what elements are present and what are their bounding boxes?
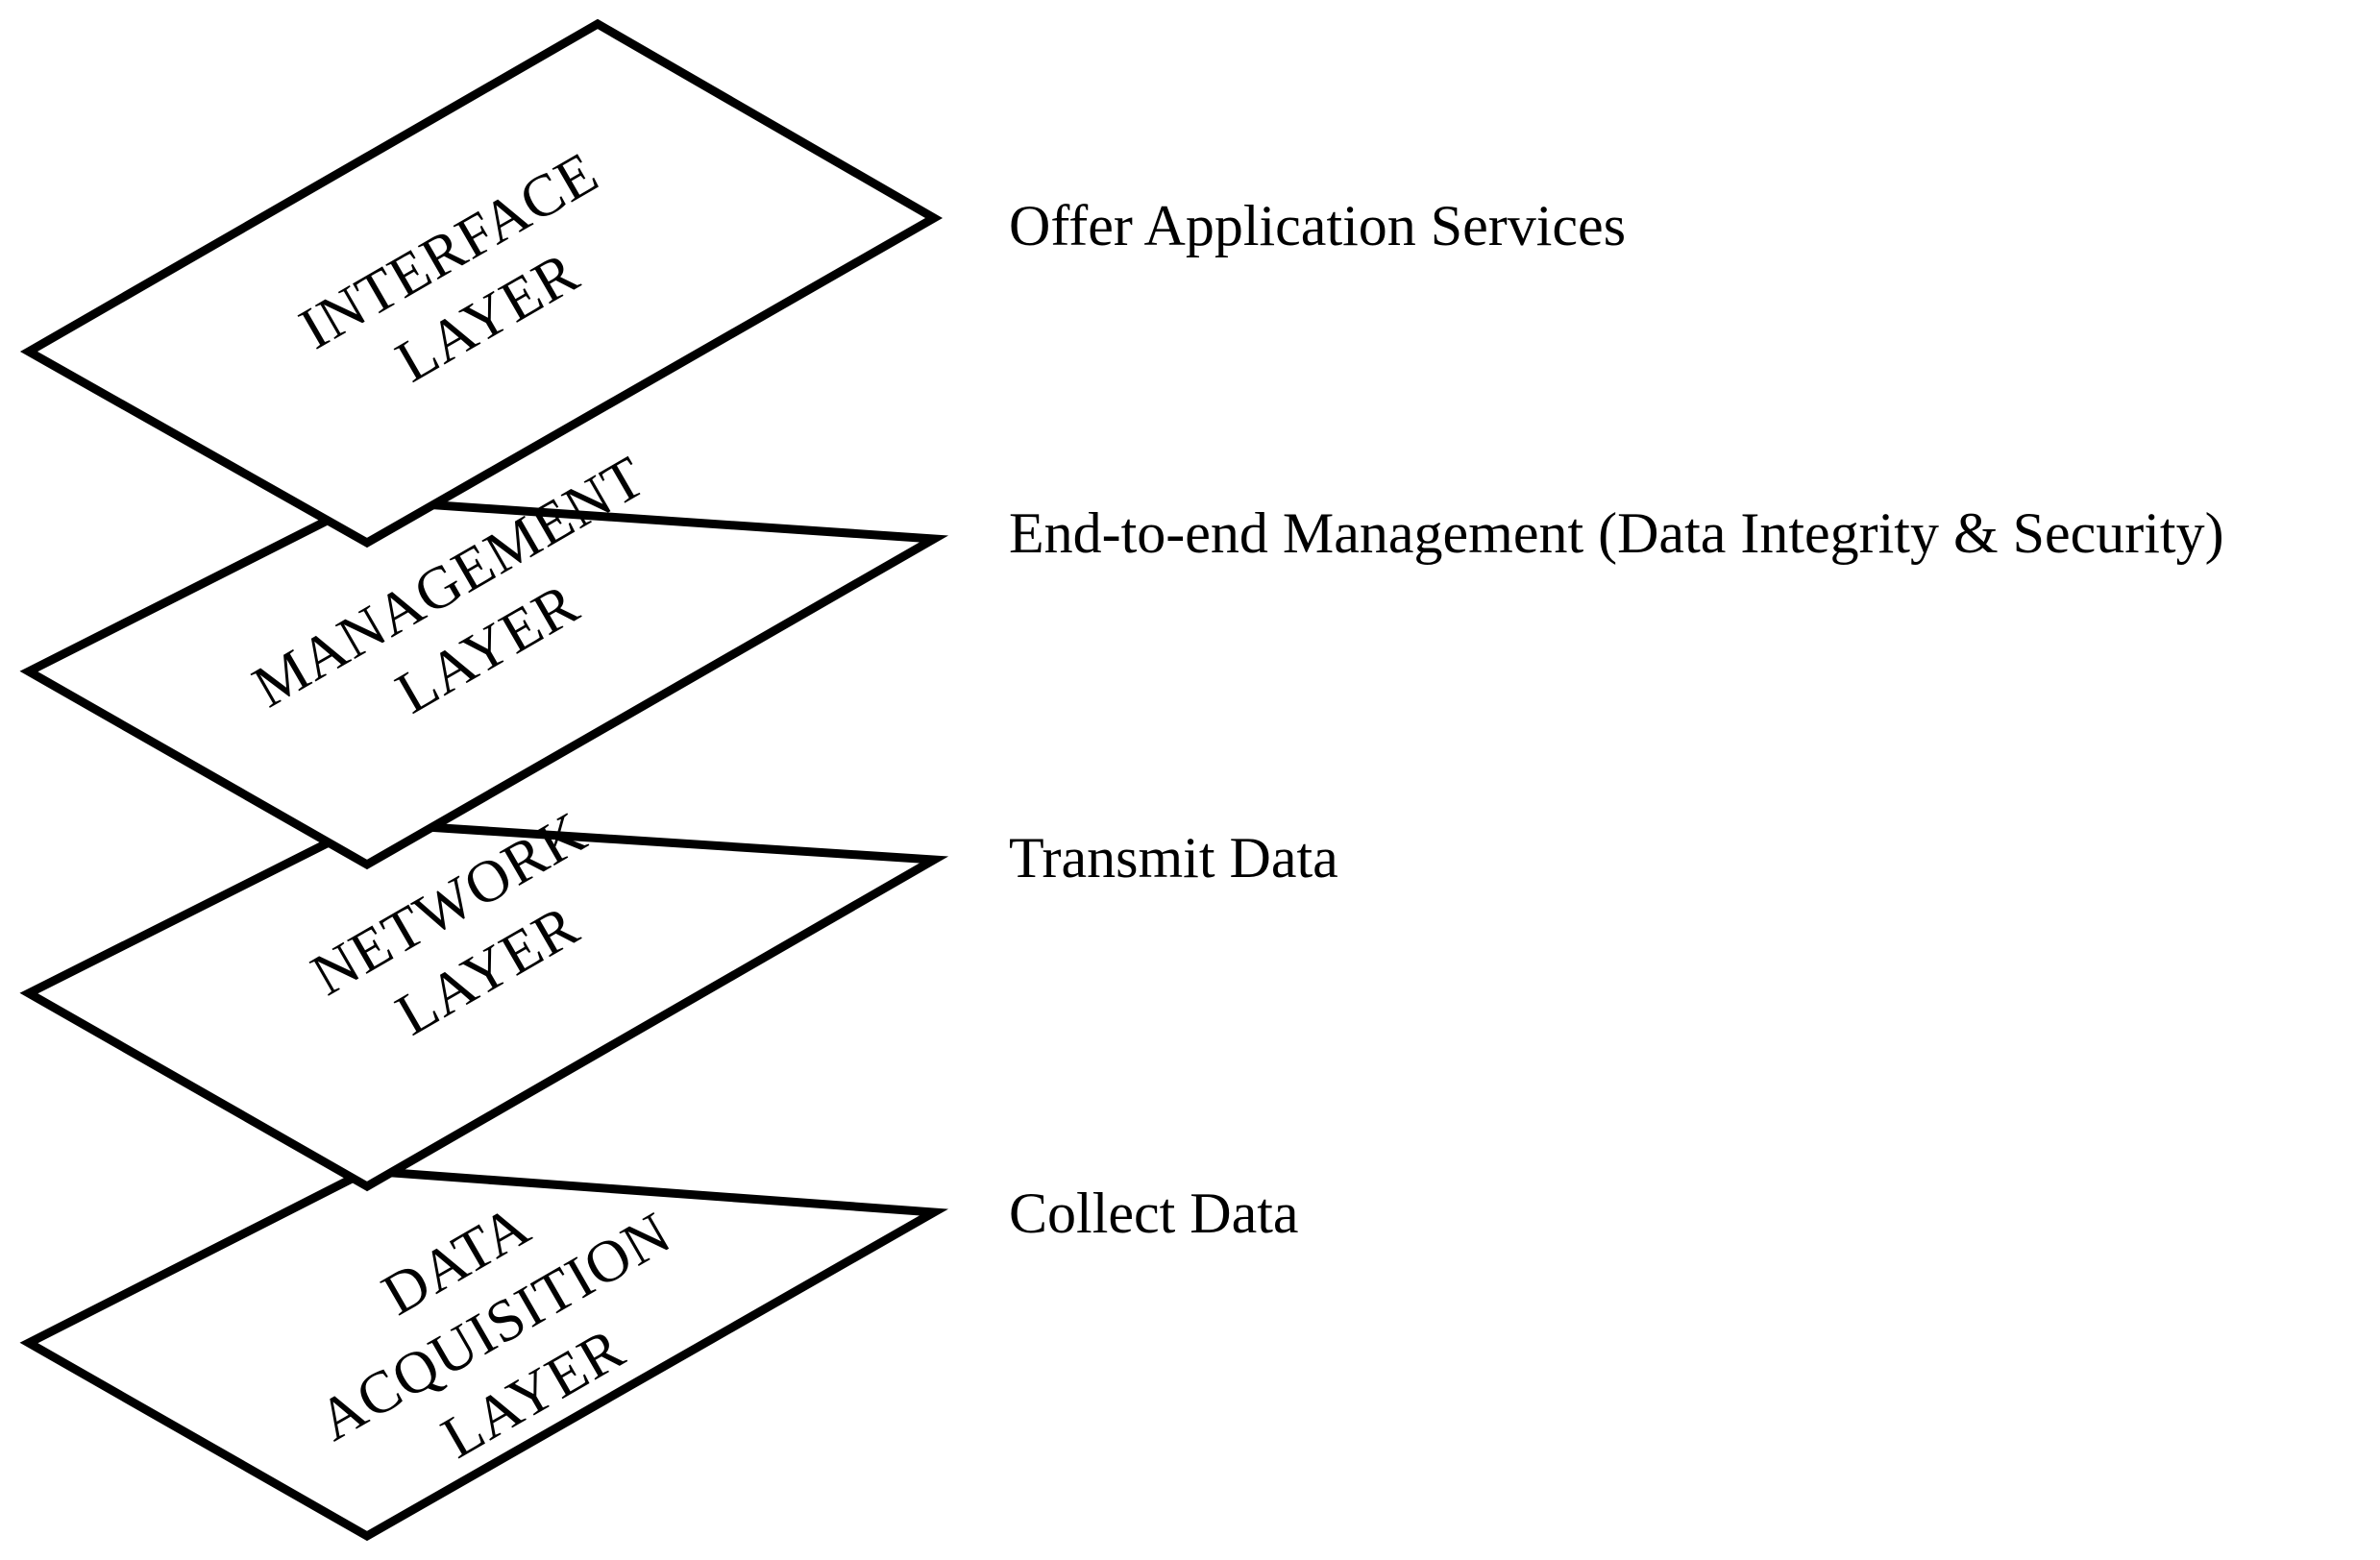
interface-plate bbox=[19, 18, 944, 548]
layer-management: MANAGEMENT LAYER bbox=[19, 444, 949, 870]
interface-description: Offer Application Services bbox=[1009, 194, 1626, 257]
data-acquisition-description: Collect Data bbox=[1009, 1182, 1299, 1245]
management-description: End-to-end Management (Data Integrity & … bbox=[1009, 501, 2224, 565]
network-description: Transmit Data bbox=[1009, 826, 1338, 890]
data-acquisition-plate bbox=[19, 1166, 949, 1542]
layer-data-acquisition: DATA ACQUISITION LAYER bbox=[19, 1166, 949, 1542]
layer-network: NETWORK LAYER bbox=[19, 799, 949, 1192]
network-plate bbox=[19, 818, 949, 1192]
layer-interface: INTERFACE LAYER bbox=[19, 18, 944, 548]
management-plate bbox=[19, 496, 949, 870]
